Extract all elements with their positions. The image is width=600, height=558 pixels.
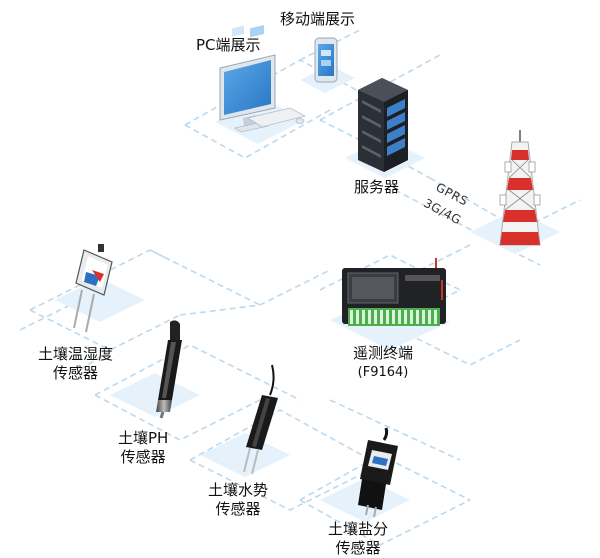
rtu-label: 遥测终端 (F9164) [353,344,413,382]
rtu-model: (F9164) [357,365,409,380]
soil-ph-type: 传感器 [120,448,166,466]
cell-tower-icon [499,130,541,246]
soil-water-name: 土壤水势 [208,481,269,499]
mobile-phone-icon [314,37,338,83]
mobile-display-label: 移动端展示 [280,10,356,28]
soil-water-type: 传感器 [215,500,261,518]
pc-display-label: PC端展示 [196,36,261,54]
soil-salinity-name: 土壤盐分 [328,520,389,538]
server-label: 服务器 [354,178,400,196]
server-rack-icon [358,78,408,172]
soil-water-sensor-icon [243,364,278,475]
soil-ph-sensor-icon [156,320,182,419]
soil-ph-name: 土壤PH [118,429,169,447]
soil-salinity-label: 土壤盐分 传感器 [328,520,388,558]
soil-ph-label: 土壤PH 传感器 [118,429,168,467]
rtu-name: 遥测终端 [353,344,414,362]
soil-temp-humidity-sensor-icon [73,244,113,333]
rtu-terminal-icon [342,258,446,326]
pc-monitor-icon [219,25,307,133]
soil-temp-humidity-type: 传感器 [53,364,99,382]
soil-temp-humidity-label: 土壤温湿度 传感器 [38,345,113,383]
soil-temp-humidity-name: 土壤温湿度 [38,345,114,363]
soil-salinity-type: 传感器 [335,539,381,557]
soil-water-label: 土壤水势 传感器 [208,481,268,519]
soil-salinity-sensor-icon [358,427,398,518]
